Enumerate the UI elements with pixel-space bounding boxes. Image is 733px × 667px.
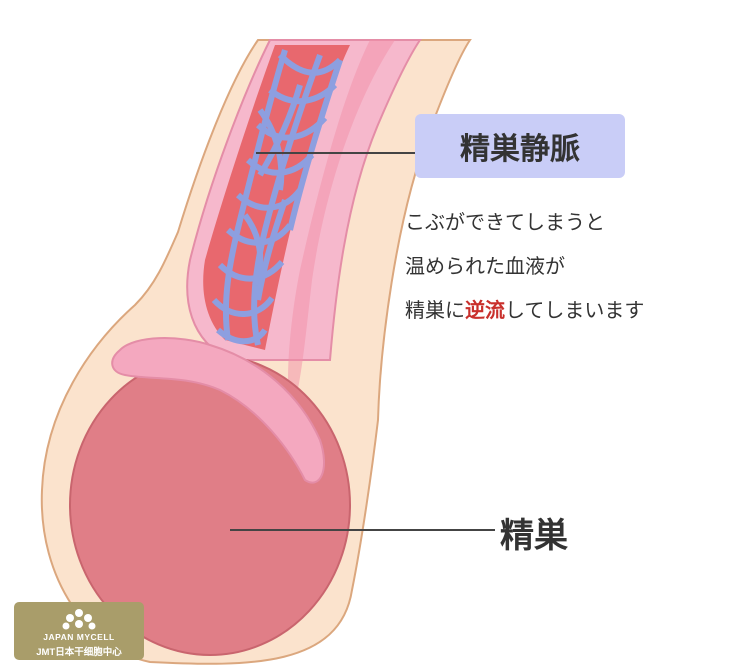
description: こぶができてしまうと 温められた血液が 精巣に逆流してしまいます <box>405 200 644 332</box>
vein-label: 精巣静脈 <box>460 132 580 167</box>
description-highlight: 逆流 <box>465 298 505 322</box>
vein-label-box: 精巣静脈 <box>415 114 625 178</box>
varicose-vein <box>203 45 350 350</box>
epididymis <box>111 337 325 484</box>
logo-line-1: JAPAN MYCELL <box>43 632 115 642</box>
logo: JAPAN MYCELL JMT日本干细胞中心 <box>14 602 144 660</box>
logo-line-2: JMT日本干细胞中心 <box>36 647 122 658</box>
vas-deferens <box>288 40 395 410</box>
description-line-2: 温められた血液が <box>405 254 565 278</box>
logo-mark-icon <box>62 609 96 630</box>
testis-label: 精巣 <box>500 516 568 556</box>
description-line-1: こぶができてしまうと <box>405 210 605 234</box>
description-line-3-before: 精巣に <box>405 298 465 322</box>
description-line-3-after: してしまいます <box>505 298 645 322</box>
description-line-3: 精巣に逆流してしまいます <box>405 288 644 332</box>
